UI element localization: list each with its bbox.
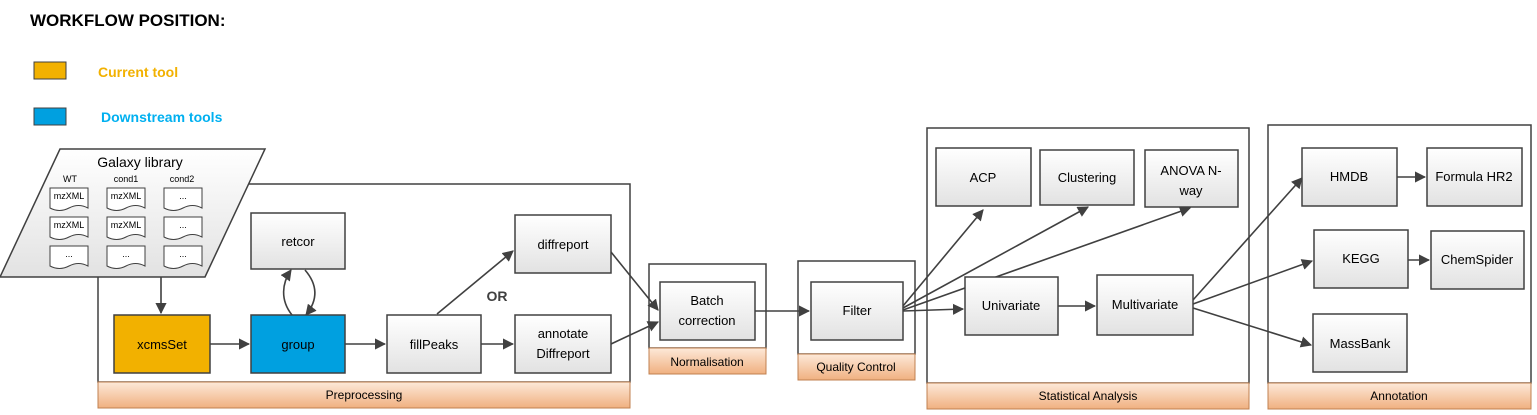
edge-filter-univariate [902, 303, 965, 315]
library-file: ... [163, 245, 203, 269]
node-acp-label: ACP [970, 170, 997, 185]
edge-multivariate-kegg [1192, 259, 1314, 305]
library-col-wt: WT [63, 174, 77, 184]
edge-multivariate-hmdb [1192, 177, 1303, 301]
edge-filter-anova [902, 206, 1192, 311]
panel-stats-label-bar [926, 382, 1250, 410]
library-file-label: mzXML [111, 191, 142, 201]
edge-group-retcor [280, 269, 293, 316]
panel-stats-label: Statistical Analysis [1039, 389, 1138, 403]
panel-normalisation-label-bar [648, 347, 767, 375]
library-file: ... [163, 216, 203, 240]
edge-diffreport-batch [610, 251, 659, 311]
node-batch-correction[interactable]: Batch correction [659, 281, 756, 341]
node-retcor[interactable]: retcor [250, 212, 346, 270]
library-file-label: ... [179, 191, 187, 201]
node-filter[interactable]: Filter [810, 281, 904, 341]
node-acp[interactable]: ACP [935, 147, 1032, 207]
edge-filter-acp [902, 209, 984, 307]
library-file-label: ... [65, 249, 73, 259]
edge-fillpeaks-diffreport [436, 250, 514, 315]
edge-filter-clustering [902, 206, 1089, 309]
library-file-label: mzXML [54, 191, 85, 201]
node-batch-label-line1: Batch [690, 293, 723, 308]
node-diffreport[interactable]: diffreport [514, 214, 612, 274]
panel-quality-label: Quality Control [816, 360, 895, 374]
node-kegg-label: KEGG [1342, 251, 1380, 266]
library-file: mzXML [49, 216, 89, 240]
edge-multivariate-massbank [1192, 307, 1313, 348]
node-univariate-label: Univariate [982, 298, 1041, 313]
edges [155, 171, 1431, 350]
node-massbank-label: MassBank [1330, 336, 1391, 351]
node-kegg[interactable]: KEGG [1313, 229, 1409, 289]
node-multivariate[interactable]: Multivariate [1096, 274, 1194, 336]
panel-preprocessing-label-bar [97, 381, 631, 409]
node-hmdb[interactable]: HMDB [1301, 147, 1398, 207]
node-xcmsset[interactable]: xcmsSet [113, 314, 211, 374]
node-anova-label-line1: ANOVA N- [1160, 163, 1221, 178]
node-annotate-diffreport[interactable]: annotate Diffreport [514, 314, 612, 374]
page-title: WORKFLOW POSITION: [30, 11, 225, 30]
edge-retcor-group [304, 269, 317, 316]
node-clustering-label: Clustering [1058, 170, 1117, 185]
panel-normalisation-label: Normalisation [670, 355, 743, 369]
node-clustering[interactable]: Clustering [1039, 149, 1135, 206]
node-diffreport-label: diffreport [537, 237, 588, 252]
galaxy-library: Galaxy library WT cond1 cond2 mzXML mzXML… [0, 148, 267, 278]
node-chemspider[interactable]: ChemSpider [1430, 230, 1525, 290]
node-retcor-label: retcor [281, 234, 315, 249]
node-fillpeaks-label: fillPeaks [410, 337, 459, 352]
node-hmdb-label: HMDB [1330, 169, 1368, 184]
node-group[interactable]: group [250, 314, 346, 374]
edge-annotate-batch [610, 321, 660, 345]
library-file-label: ... [122, 249, 130, 259]
node-univariate[interactable]: Univariate [964, 276, 1059, 336]
node-anova[interactable]: ANOVA N- way [1144, 149, 1239, 208]
node-massbank[interactable]: MassBank [1312, 313, 1408, 373]
library-file: mzXML [106, 216, 146, 240]
library-file: mzXML [106, 187, 146, 211]
node-fillpeaks[interactable]: fillPeaks [386, 314, 482, 374]
legend-current-label: Current tool [98, 64, 178, 80]
library-file: ... [106, 245, 146, 269]
legend-current-swatch [33, 61, 67, 80]
node-annotate-label-line1: annotate [538, 326, 589, 341]
legend-downstream-swatch [33, 107, 67, 126]
node-formula-hr2[interactable]: Formula HR2 [1426, 147, 1523, 207]
legend-downstream-label: Downstream tools [101, 109, 223, 125]
library-col-cond2: cond2 [170, 174, 195, 184]
panel-quality-label-bar [797, 353, 916, 381]
panel-preprocessing-label: Preprocessing [326, 388, 403, 402]
library-file-label: mzXML [54, 220, 85, 230]
library-col-cond1: cond1 [114, 174, 139, 184]
node-batch-label-line2: correction [678, 313, 735, 328]
node-formula-label: Formula HR2 [1435, 169, 1512, 184]
node-chemspider-label: ChemSpider [1441, 252, 1514, 267]
node-xcmsset-label: xcmsSet [137, 337, 187, 352]
panel-annotation-label: Annotation [1370, 389, 1427, 403]
panel-annotation-label-bar [1267, 382, 1532, 410]
galaxy-library-title: Galaxy library [97, 154, 183, 170]
library-file: ... [163, 187, 203, 211]
library-file: ... [49, 245, 89, 269]
library-file-label: mzXML [111, 220, 142, 230]
node-group-label: group [281, 337, 314, 352]
node-multivariate-label: Multivariate [1112, 297, 1178, 312]
or-label: OR [487, 288, 508, 304]
node-annotate-label-line2: Diffreport [536, 346, 590, 361]
node-filter-label: Filter [843, 303, 873, 318]
library-file-label: ... [179, 220, 187, 230]
library-file: mzXML [49, 187, 89, 211]
node-anova-label-line2: way [1178, 183, 1203, 198]
library-file-label: ... [179, 249, 187, 259]
